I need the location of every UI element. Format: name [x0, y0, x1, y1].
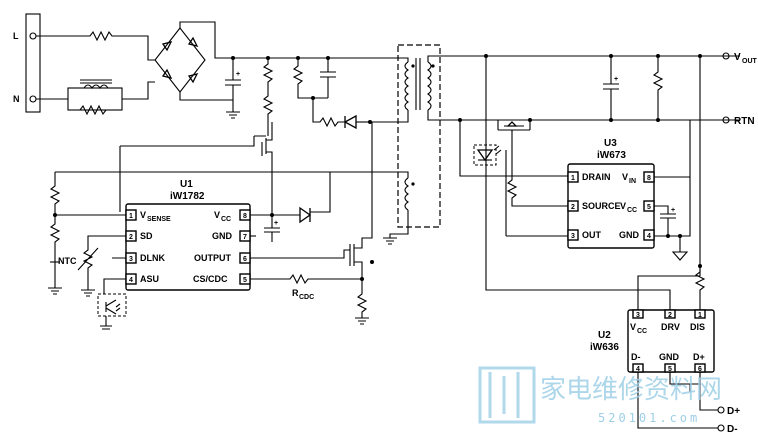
u3-chip: U3 iW673 1 2 3 8 5 4 DRAIN SOURCE OUT V … — [567, 120, 691, 261]
svg-text:6: 6 — [698, 366, 702, 373]
u1-pin-dlnk: DLNK — [140, 253, 165, 263]
rcdc-label: R — [292, 288, 299, 298]
svg-text:+: + — [671, 207, 675, 214]
u1-pin-gnd: GND — [212, 231, 233, 241]
svg-text:+: + — [236, 71, 240, 78]
ac-connector — [25, 13, 41, 113]
svg-text:3: 3 — [636, 312, 640, 319]
u2-pin-gnd: GND — [659, 352, 680, 362]
svg-text:CDC: CDC — [299, 294, 314, 301]
bridge-rectifier — [154, 21, 233, 101]
startup-resistors — [262, 56, 274, 122]
u2-pin-dminus: D- — [631, 352, 641, 362]
u1-pin-vcc: V — [214, 210, 220, 220]
svg-text:2: 2 — [129, 234, 133, 241]
u1-body — [125, 203, 251, 291]
svg-text:6: 6 — [243, 256, 247, 263]
svg-text:8: 8 — [647, 175, 651, 182]
svg-text:CC: CC — [637, 328, 647, 335]
svg-text:1: 1 — [571, 175, 575, 182]
u1-ref: U1 — [180, 179, 193, 190]
svg-text:4: 4 — [129, 277, 133, 284]
u1-pin-sd: SD — [140, 231, 153, 241]
u1-peripherals: NTC R CDC — [48, 122, 408, 330]
svg-text:4: 4 — [636, 366, 640, 373]
u3-pin-drain: DRAIN — [582, 172, 611, 182]
svg-text:CC: CC — [221, 216, 231, 223]
svg-text:+: + — [274, 220, 278, 227]
svg-text:IN: IN — [629, 178, 636, 185]
svg-text:1: 1 — [698, 312, 702, 319]
ntc-label: NTC — [58, 256, 77, 266]
u3-pin-vcc: V — [620, 201, 626, 211]
svg-text:CC: CC — [627, 207, 637, 214]
svg-text:8: 8 — [243, 213, 247, 220]
net-label-dplus: D+ — [727, 406, 740, 417]
net-label-line: L — [13, 31, 19, 41]
svg-text:5: 5 — [668, 366, 672, 373]
u1-pin-vsense: V — [140, 210, 146, 220]
sync-rectifier — [458, 118, 568, 237]
u3-pin-source: SOURCE — [582, 201, 621, 211]
net-label-dminus: D- — [727, 424, 738, 435]
svg-text:5: 5 — [243, 277, 247, 284]
watermark: 家电维修资料网 520101.com — [478, 366, 722, 425]
u2-chip: U2 iW636 3 2 1 4 5 6 V CC DRV DIS D- GND… — [590, 264, 740, 435]
emi-filter — [67, 87, 123, 111]
u1-pin-cscdc: CS/CDC — [193, 274, 228, 284]
svg-text:7: 7 — [243, 234, 247, 241]
net-label-vout: V — [734, 52, 741, 63]
svg-text:1: 1 — [129, 213, 133, 220]
svg-text:5: 5 — [647, 204, 651, 211]
net-label-neutral: N — [13, 94, 20, 104]
svg-text:SENSE: SENSE — [147, 216, 171, 223]
u2-ref: U2 — [598, 330, 611, 341]
u2-pin-dplus: D+ — [693, 352, 705, 362]
u1-chip: U1 iW1782 1 2 3 4 8 7 6 5 V SENSE SD DLN… — [125, 179, 251, 291]
net-label-vout-sub: OUT — [742, 58, 758, 65]
u2-pin-dis: DIS — [690, 322, 705, 332]
watermark-chinese: 家电维修资料网 — [540, 375, 722, 405]
u3-part: iW673 — [597, 150, 626, 161]
output-nets: V OUT RTN + — [484, 52, 758, 310]
u3-pin-vin: V — [622, 172, 628, 182]
u1-pin-asu: ASU — [140, 274, 159, 284]
u3-pin-gnd: GND — [619, 230, 640, 240]
u3-pin-out: OUT — [582, 230, 602, 240]
svg-text:3: 3 — [571, 233, 575, 240]
snubber — [292, 56, 372, 130]
ac-input: L N — [13, 13, 155, 116]
u1-pin-output: OUTPUT — [194, 253, 232, 263]
primary-mosfet: + — [119, 122, 280, 242]
svg-text:+: + — [614, 76, 618, 83]
bulk-capacitor: + — [225, 56, 400, 119]
svg-text:4: 4 — [647, 233, 651, 240]
net-label-rtn: RTN — [734, 116, 755, 127]
watermark-digits: 520101.com — [598, 411, 700, 425]
u2-part: iW636 — [590, 342, 619, 353]
u2-body — [627, 309, 715, 373]
u3-ref: U3 — [604, 138, 617, 149]
svg-text:2: 2 — [571, 204, 575, 211]
u2-pin-vcc: V — [630, 322, 636, 332]
svg-text:2: 2 — [668, 312, 672, 319]
u1-part: iW1782 — [170, 191, 205, 202]
svg-text:3: 3 — [129, 256, 133, 263]
u2-pin-drv: DRV — [661, 322, 680, 332]
